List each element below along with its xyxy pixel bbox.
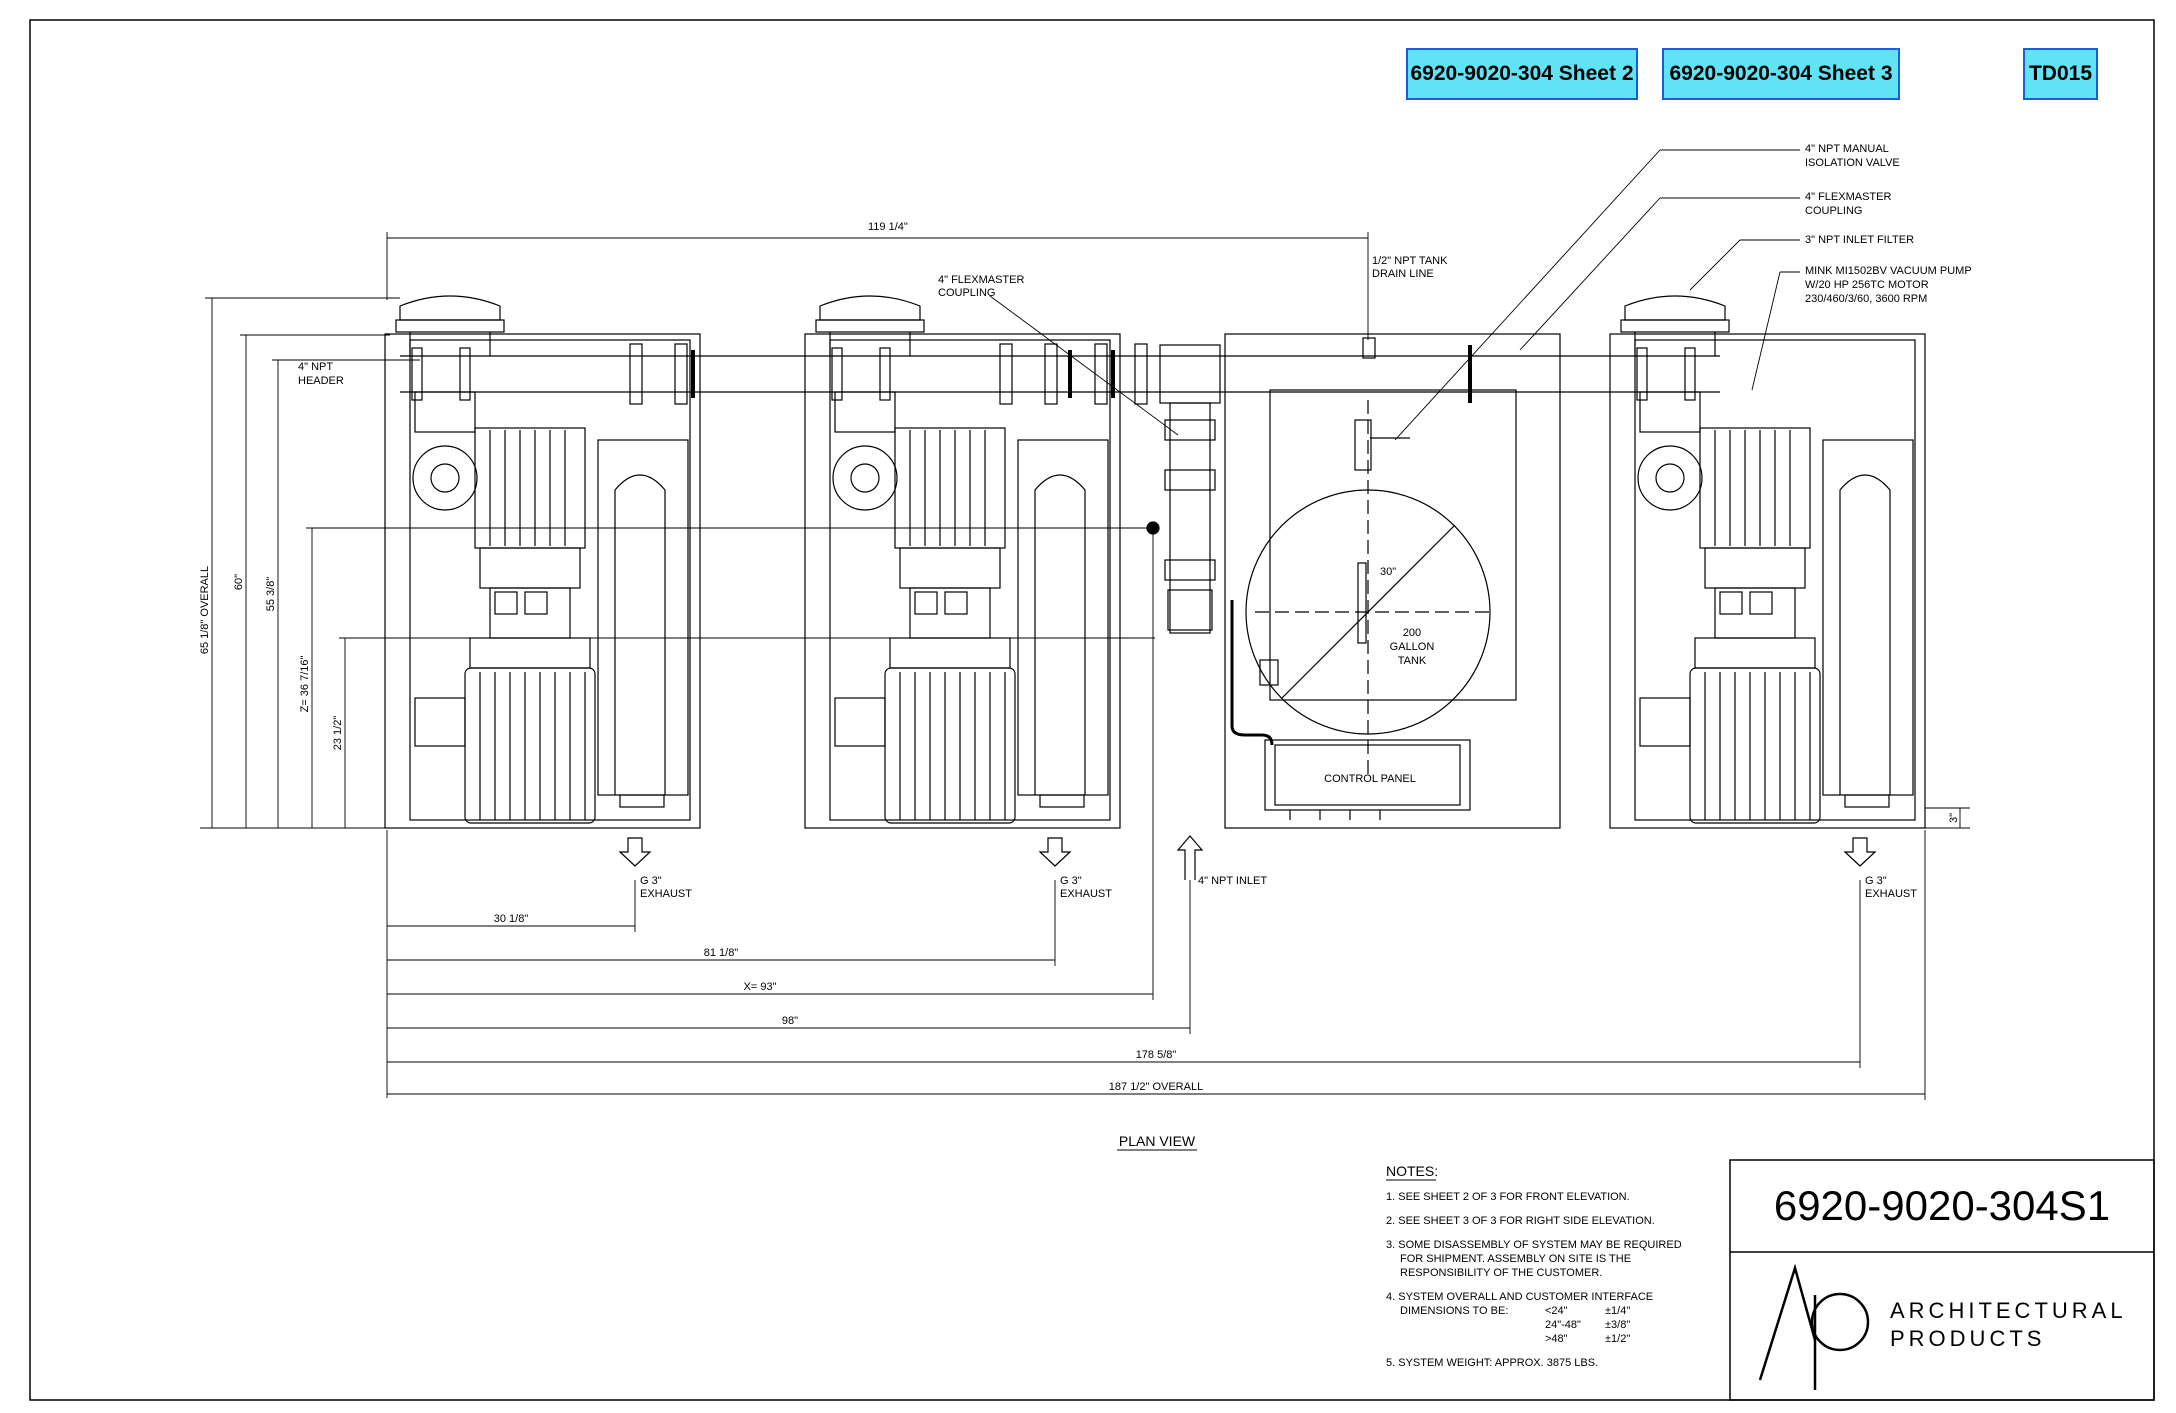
dim-178: 178 5/8" (1136, 1049, 1177, 1061)
dim-81: 81 1/8" (704, 947, 739, 959)
note-2: 2. SEE SHEET 3 OF 3 FOR RIGHT SIDE ELEVA… (1386, 1215, 1655, 1227)
dim-187: 187 1/2" OVERALL (1109, 1081, 1203, 1093)
callout-flex-l-1: 4" FLEXMASTER (938, 274, 1024, 286)
note-1: 1. SEE SHEET 2 OF 3 FOR FRONT ELEVATION. (1386, 1191, 1630, 1203)
pump-skid-2 (804, 295, 1121, 867)
control-panel-label: CONTROL PANEL (1324, 773, 1416, 785)
exhaust-2-b: EXHAUST (1060, 888, 1112, 900)
dim-z: Z= 36 7/16" (299, 656, 311, 713)
pump-skid-1 (384, 295, 701, 867)
callout-header-1: 4" NPT (298, 361, 333, 373)
note-3c: RESPONSIBILITY OF THE CUSTOMER. (1400, 1267, 1602, 1279)
tol-2-range: 24"-48" (1545, 1319, 1581, 1331)
callout-drain-1: 1/2" NPT TANK (1372, 255, 1448, 267)
tank-label-2: GALLON (1390, 641, 1435, 653)
dim-98: 98" (782, 1015, 798, 1027)
dim-x: X= 93" (744, 981, 777, 993)
callout-filter: 3" NPT INLET FILTER (1805, 234, 1914, 246)
callout-pump-3: 230/460/3/60, 3600 RPM (1805, 293, 1927, 305)
callout-pump-2: W/20 HP 256TC MOTOR (1805, 279, 1929, 291)
exhaust-1-b: EXHAUST (640, 888, 692, 900)
tank-label-1: 200 (1403, 627, 1421, 639)
note-3b: FOR SHIPMENT. ASSEMBLY ON SITE IS THE (1400, 1253, 1631, 1265)
sheet-border (29, 19, 2155, 1401)
inlet-manifold (1146, 344, 1221, 880)
tank-label-3: TANK (1398, 655, 1427, 667)
dim-23: 23 1/2" (332, 716, 344, 751)
dim-overall-v: 65 1/8" OVERALL (199, 566, 211, 654)
dim-top: 119 1/4" (868, 221, 908, 233)
logo-line-1: ARCHITECTURAL (1890, 1298, 2127, 1323)
tank-skid (1224, 333, 1561, 829)
callout-valve-2: ISOLATION VALVE (1805, 157, 1900, 169)
tank-dia: 30" (1380, 566, 1396, 578)
tol-2-value: ±3/8" (1605, 1319, 1630, 1331)
sheet-2-link[interactable]: 6920-9020-304 Sheet 2 (1406, 48, 1638, 100)
dim-60: 60" (233, 574, 245, 590)
dim-30: 30 1/8" (494, 913, 529, 925)
dimension-lines (200, 149, 1970, 1100)
callout-flex-r-1: 4" FLEXMASTER (1805, 191, 1891, 203)
callout-valve-1: 4" NPT MANUAL (1805, 143, 1889, 155)
tol-1-value: ±1/4" (1605, 1305, 1630, 1317)
sheet-3-link[interactable]: 6920-9020-304 Sheet 3 (1662, 48, 1900, 100)
plan-view-title: PLAN VIEW (1119, 1133, 1196, 1149)
note-3a: 3. SOME DISASSEMBLY OF SYSTEM MAY BE REQ… (1386, 1239, 1682, 1251)
exhaust-3-a: G 3" (1865, 875, 1887, 887)
notes-title: NOTES: (1386, 1163, 1438, 1179)
tol-3-value: ±1/2" (1605, 1333, 1630, 1345)
dim-3: 3" (1948, 813, 1960, 823)
callout-drain-2: DRAIN LINE (1372, 268, 1434, 280)
callout-flex-l-2: COUPLING (938, 287, 995, 299)
note-4a: 4. SYSTEM OVERALL AND CUSTOMER INTERFACE (1386, 1291, 1653, 1303)
exhaust-1-a: G 3" (640, 875, 662, 887)
tol-3-range: >48" (1545, 1333, 1568, 1345)
inlet-label: 4" NPT INLET (1198, 875, 1267, 887)
dim-55: 55 3/8" (265, 577, 277, 612)
pump-skid-3 (1068, 295, 1926, 867)
tol-1-range: <24" (1545, 1305, 1568, 1317)
exhaust-2-a: G 3" (1060, 875, 1082, 887)
note-5: 5. SYSTEM WEIGHT: APPROX. 3875 LBS. (1386, 1357, 1598, 1369)
callout-flex-r-2: COUPLING (1805, 205, 1862, 217)
logo-line-2: PRODUCTS (1890, 1326, 2045, 1351)
callout-pump-1: MINK MI1502BV VACUUM PUMP (1805, 265, 1972, 277)
exhaust-3-b: EXHAUST (1865, 888, 1917, 900)
callout-header-2: HEADER (298, 375, 344, 387)
drawing-number: 6920-9020-304S1 (1774, 1182, 2110, 1229)
td015-link[interactable]: TD015 (2023, 48, 2098, 100)
title-block (1729, 1159, 2155, 1401)
note-4b: DIMENSIONS TO BE: (1400, 1305, 1508, 1317)
